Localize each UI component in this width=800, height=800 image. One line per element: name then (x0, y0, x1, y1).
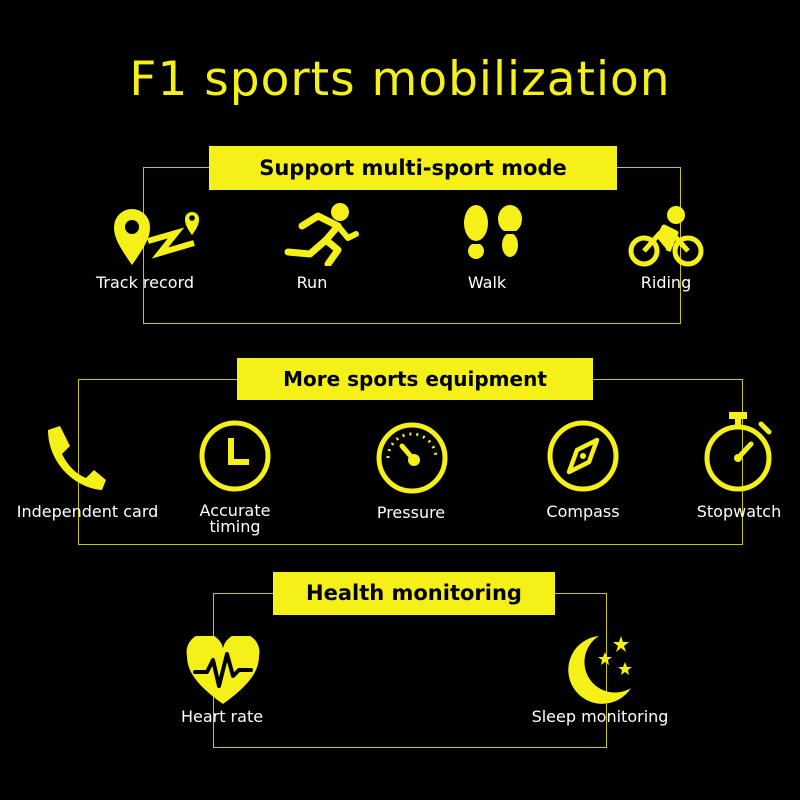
walk-label: Walk (467, 273, 507, 292)
accurate-timing-text: Accurate timing (199, 501, 271, 536)
equipment-heading: More sports equipment (237, 358, 593, 400)
footprints-icon (460, 203, 530, 267)
multi-sport-heading: Support multi-sport mode (209, 146, 617, 190)
gauge-icon (374, 418, 450, 494)
pressure-label: Pressure (376, 503, 446, 522)
compass-icon (545, 418, 621, 494)
track-record-label: Track record (95, 273, 195, 292)
cyclist-icon (628, 205, 704, 269)
track-record-icon (110, 203, 202, 267)
riding-label: Riding (640, 273, 692, 292)
clock-icon (197, 418, 273, 494)
stopwatch-label: Stopwatch (696, 502, 782, 521)
moon-stars-icon (565, 630, 641, 706)
heart-rate-label: Heart rate (180, 707, 264, 726)
stopwatch-icon (703, 410, 775, 494)
runner-icon (280, 200, 360, 266)
health-heading: Health monitoring (273, 572, 555, 615)
phone-icon (40, 422, 110, 492)
compass-label: Compass (546, 502, 620, 521)
independent-card-label: Independent card (16, 502, 159, 521)
multi-sport-frame (143, 167, 681, 324)
run-label: Run (296, 273, 328, 292)
accurate-timing-label: Accurate timing (180, 503, 290, 535)
page-title: F1 sports mobilization (129, 52, 671, 107)
heart-rate-icon (185, 636, 261, 706)
sleep-monitoring-label: Sleep monitoring (531, 707, 669, 726)
